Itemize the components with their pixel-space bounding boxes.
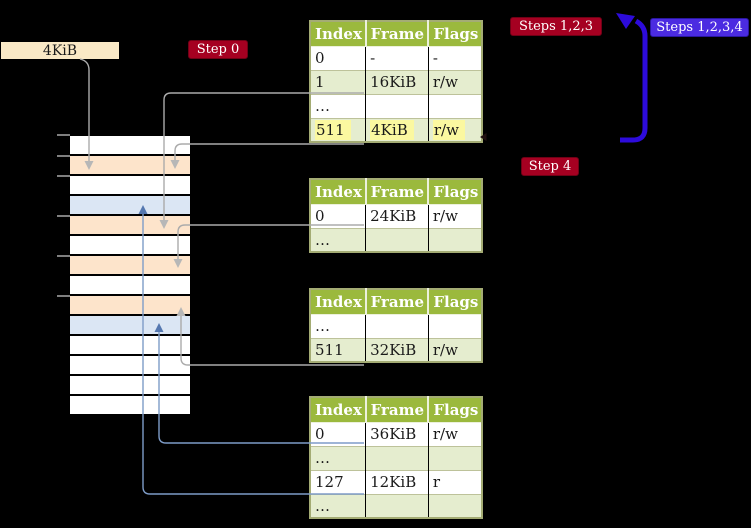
- page-table-2-cell: …: [310, 227, 367, 252]
- page-table-4-header-index: Index: [310, 397, 367, 423]
- page-table-2-header-index: Index: [310, 179, 367, 205]
- page-table-1-cell: 16KiB: [365, 69, 429, 94]
- page-table-4-cell: 0: [310, 422, 367, 446]
- page-table-1-cell: -: [365, 46, 429, 70]
- memory-tick: [57, 175, 70, 177]
- memory-row-orange: [70, 216, 190, 234]
- page-table-4-cell: 36KiB: [365, 422, 429, 446]
- highlighted-value: 4KiB: [370, 119, 414, 140]
- memory-row-orange: [70, 256, 190, 274]
- page-table-1-cell: 4KiB: [365, 117, 429, 142]
- pt1-entry511-to-4kib-frame-arrow: [174, 143, 364, 160]
- memory-row-blue: [70, 316, 190, 334]
- page-table-3-cell: [365, 314, 429, 338]
- page-table-1-cell: [428, 93, 482, 118]
- highlighted-value: r/w: [432, 119, 465, 140]
- page-table-1-header-index: Index: [310, 21, 367, 47]
- page-table-3-cell: …: [310, 314, 367, 338]
- page-table-4-header-frame: Frame: [365, 397, 430, 423]
- page-table-2-cell: r/w: [428, 204, 482, 228]
- memory-row-white: [70, 336, 190, 354]
- page-table-2-cell: [365, 227, 429, 252]
- page-table-3-cell: 32KiB: [365, 337, 429, 362]
- page-table-1-cell: r/w: [428, 117, 482, 142]
- memory-row-orange: [70, 296, 190, 314]
- memory-row-white: [70, 376, 190, 394]
- page-table-3-row-0: …: [310, 314, 482, 338]
- memory-tick: [57, 134, 70, 136]
- page-table-2-header-frame: Frame: [365, 179, 430, 205]
- page-table-2-row-1: …: [310, 227, 482, 252]
- page-table-2-cell: 24KiB: [365, 204, 429, 228]
- page-table-3-cell: 511: [310, 337, 367, 362]
- steps-1234-badge: Steps 1,2,3,4: [650, 18, 749, 37]
- page-table-4-cell: …: [310, 445, 367, 470]
- memory-row-white: [70, 136, 190, 154]
- page-table-1-cell: 0: [310, 46, 367, 70]
- page-table-3-header-flags: Flags: [428, 289, 482, 315]
- page-table-4-row-1: …: [310, 445, 482, 470]
- page-table-4-header-flags: Flags: [428, 397, 482, 423]
- page-table-4-cell: 127: [310, 469, 367, 494]
- step0-badge: Step 0: [188, 40, 248, 59]
- frame-size-label: 4KiB: [1, 42, 119, 59]
- memory-tick: [57, 215, 70, 217]
- page-table-2-cell: [428, 227, 482, 252]
- memory-row-white: [70, 396, 190, 414]
- page-table-4-cell: r/w: [428, 422, 482, 446]
- highlighted-value: 511: [315, 119, 351, 140]
- physical-memory-column: [70, 136, 190, 416]
- page-table-4-cell: [365, 445, 429, 470]
- steps-123-badge: Steps 1,2,3: [510, 17, 602, 36]
- page-table-4-cell: [428, 493, 482, 518]
- page-table-1-row-2: …: [310, 93, 482, 118]
- page-table-1-cell: 1: [310, 69, 367, 94]
- page-table-1-cell: r/w: [428, 69, 482, 94]
- memory-row-orange: [70, 156, 190, 174]
- steps-thick-blue-arrow-head: [616, 13, 635, 29]
- page-table-4-cell: [428, 445, 482, 470]
- page-table-4-cell: r: [428, 469, 482, 494]
- page-table-4-cell: 12KiB: [365, 469, 429, 494]
- page-table-3-header-index: Index: [310, 289, 367, 315]
- memory-row-white: [70, 236, 190, 254]
- step4-badge: Step 4: [521, 157, 579, 176]
- steps-thick-blue-arrow: [620, 18, 648, 143]
- page-table-3-cell: [428, 314, 482, 338]
- page-table-1-row-0: 0--: [310, 46, 482, 70]
- page-table-1-cell: …: [310, 93, 367, 118]
- memory-row-white: [70, 176, 190, 194]
- page-table-1-cell: -: [428, 46, 482, 70]
- page-table-1-cell: [365, 93, 429, 118]
- memory-row-white: [70, 276, 190, 294]
- memory-tick: [57, 255, 70, 257]
- page-table-1-header-flags: Flags: [428, 21, 482, 47]
- page-table-3-cell: r/w: [428, 337, 482, 362]
- memory-tick: [57, 295, 70, 297]
- page-table-1-header-frame: Frame: [365, 21, 430, 47]
- memory-row-blue: [70, 196, 190, 214]
- page-table-4-cell: [365, 493, 429, 518]
- memory-tick: [57, 155, 70, 157]
- page-table-4-row-3: …: [310, 493, 482, 518]
- page-table-2-header-flags: Flags: [428, 179, 482, 205]
- memory-row-white: [70, 356, 190, 374]
- page-table-2-cell: 0: [310, 204, 367, 228]
- page-table-4-cell: …: [310, 493, 367, 518]
- page-table-1-row-3: 511 4KiB r/w: [310, 117, 482, 142]
- page-table-1-cell: 511: [310, 117, 367, 142]
- page-table-3-header-frame: Frame: [365, 289, 430, 315]
